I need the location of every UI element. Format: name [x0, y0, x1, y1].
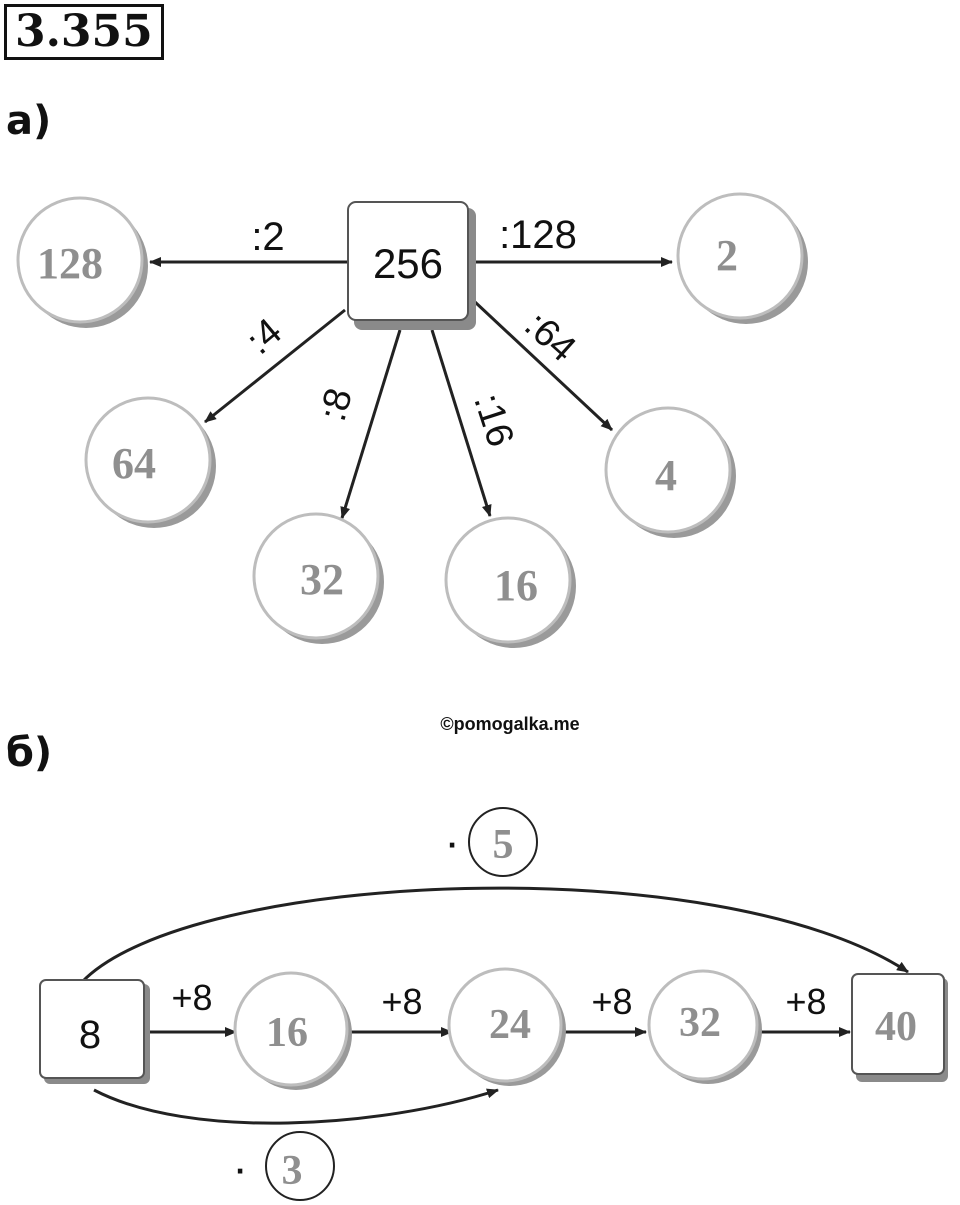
op-label-div-128: :128 [499, 213, 577, 257]
part-a-label: а) [6, 98, 52, 144]
part-a-diagram: :2 :128 :4 :8 :16 :64 256 128 2 64 [16, 192, 808, 648]
op-label-div-64: :64 [516, 304, 583, 371]
result-node-32: 32 [252, 512, 384, 644]
multiply-dot: · [236, 1153, 247, 1189]
multiplier-bottom: · 3 [236, 1131, 335, 1201]
arrow-to-32 [340, 329, 402, 519]
result-node-128: 128 [16, 196, 148, 328]
problem-number: 3.355 [4, 4, 164, 60]
end-value: 40 [875, 1004, 917, 1050]
part-b-diagram: +8 +8 +8 +8 8 16 24 32 40 [39, 807, 948, 1201]
result-value: 4 [655, 451, 677, 500]
result-node-2: 2 [676, 192, 808, 324]
result-node-4: 4 [604, 406, 736, 538]
op-label-plus-8: +8 [381, 981, 422, 1022]
chain-node-24: 24 [447, 967, 566, 1086]
result-value: 128 [37, 239, 103, 288]
op-label-div-2: :2 [251, 215, 284, 259]
part-b-label: б) [6, 730, 53, 776]
result-node-16: 16 [444, 516, 576, 648]
start-node-8: 8 [39, 979, 150, 1084]
result-value: 16 [494, 561, 538, 610]
chain-value: 24 [489, 1002, 531, 1048]
result-value: 64 [112, 439, 156, 488]
arrow-to-64 [204, 308, 346, 424]
arc-times-5 [80, 886, 909, 984]
chain-node-16: 16 [233, 971, 352, 1090]
op-label-div-16: :16 [465, 389, 521, 452]
center-node-256: 256 [347, 201, 476, 330]
start-value: 8 [79, 1013, 101, 1057]
op-label-div-4: :4 [239, 311, 290, 364]
multiplier-value: 3 [282, 1148, 303, 1194]
multiply-dot: · [448, 827, 459, 863]
result-node-64: 64 [84, 396, 216, 528]
arrow-to-4 [473, 300, 614, 432]
watermark: ©pomogalka.me [440, 714, 580, 734]
center-value: 256 [373, 240, 443, 287]
end-node-40: 40 [851, 973, 948, 1082]
arrow-to-16 [430, 329, 492, 517]
result-value: 2 [716, 231, 738, 280]
result-value: 32 [300, 555, 344, 604]
arc-times-3 [93, 1088, 499, 1125]
op-label-plus-8: +8 [785, 981, 826, 1022]
op-label-plus-8: +8 [171, 977, 212, 1018]
chain-node-32: 32 [647, 969, 762, 1084]
chain-value: 16 [266, 1010, 308, 1056]
multiplier-value: 5 [493, 822, 514, 868]
chain-value: 32 [679, 1000, 721, 1046]
op-label-plus-8: +8 [591, 981, 632, 1022]
op-label-div-8: :8 [312, 384, 361, 426]
multiplier-top: · 5 [448, 807, 538, 877]
